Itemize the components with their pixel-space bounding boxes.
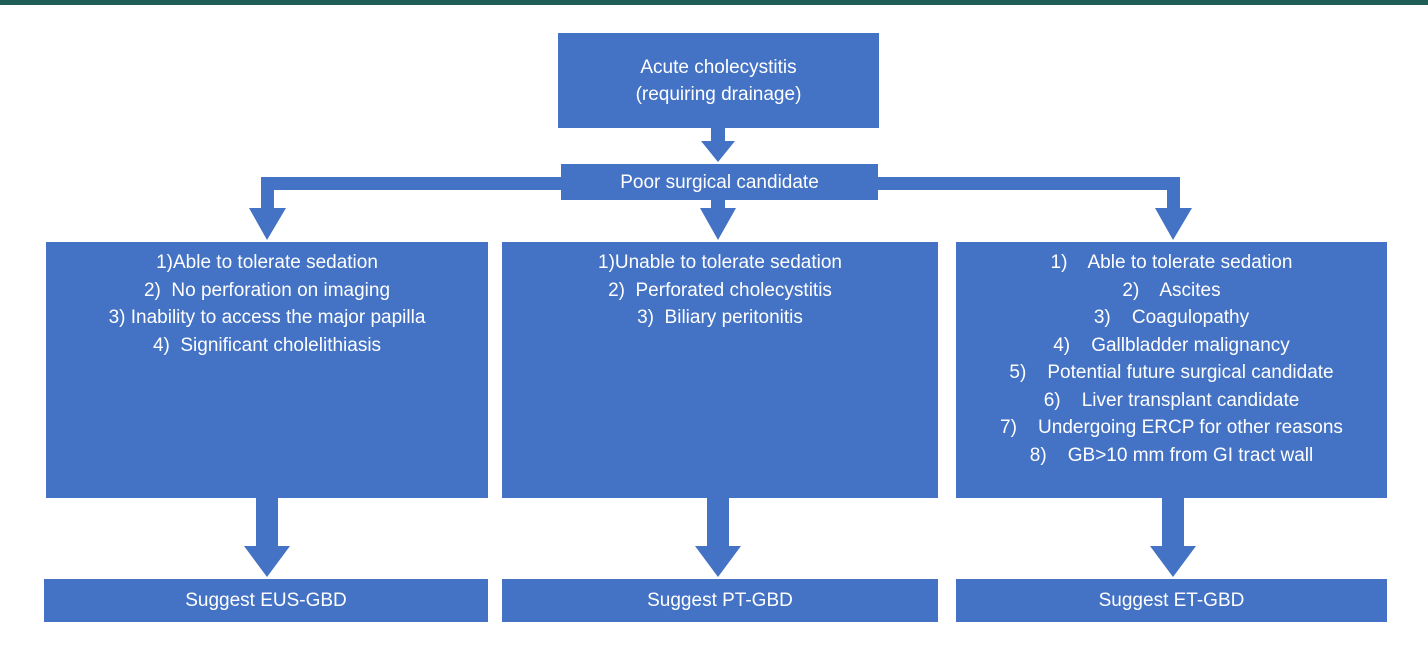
criterion-item: 3) Inability to access the major papilla: [108, 307, 426, 328]
arrow-condition-to-center-branch: [700, 199, 736, 240]
criterion-item: 6) Liver transplant candidate: [1043, 389, 1300, 411]
condition-label: Poor surgical candidate: [620, 171, 819, 193]
arrow-root-to-condition: [701, 128, 735, 162]
arrow-center-branch-to-outcome: [695, 498, 741, 577]
criterion-item: 1)Able to tolerate sedation: [156, 252, 378, 273]
root-box: Acute cholecystitis (requiring drainage): [558, 33, 879, 128]
criterion-item: 2) No perforation on imaging: [143, 279, 391, 301]
top-rule: [0, 0, 1428, 5]
condition-box: Poor surgical candidate: [561, 164, 878, 200]
root-line-2: (requiring drainage): [635, 83, 802, 105]
arrow-left-branch-to-outcome: [244, 498, 290, 577]
arrow-condition-to-right-branch: [878, 177, 1192, 240]
outcome-right-box: Suggest ET-GBD: [956, 579, 1387, 622]
branch-left-criteria-box: 1)Able to tolerate sedation 2) No perfor…: [46, 242, 488, 498]
root-line-1: Acute cholecystitis: [640, 56, 797, 78]
criterion-item: 2) Ascites: [1122, 279, 1221, 301]
branch-right-criteria-box: 1) Able to tolerate sedation 2) Ascites …: [956, 242, 1387, 498]
criterion-item: 1)Unable to tolerate sedation: [598, 252, 842, 273]
outcome-left-box: Suggest EUS-GBD: [44, 579, 488, 622]
outcome-center-box: Suggest PT-GBD: [502, 579, 938, 622]
criterion-item: 3) Biliary peritonitis: [637, 307, 803, 328]
branch-center-criteria-box: 1)Unable to tolerate sedation 2) Perfora…: [502, 242, 938, 498]
criterion-item: 2) Perforated cholecystitis: [608, 279, 832, 301]
criterion-item: 5) Potential future surgical candidate: [1009, 362, 1334, 383]
criterion-item: 3) Coagulopathy: [1093, 307, 1250, 328]
arrow-right-branch-to-outcome: [1150, 498, 1196, 577]
criterion-item: 4) Significant cholelithiasis: [152, 334, 382, 356]
arrow-condition-to-left-branch: [249, 177, 561, 240]
criterion-item: 7) Undergoing ERCP for other reasons: [1000, 417, 1343, 438]
criterion-item: 8) GB>10 mm from GI tract wall: [1029, 444, 1314, 466]
outcome-label: Suggest EUS-GBD: [185, 590, 347, 611]
outcome-label: Suggest PT-GBD: [647, 590, 793, 611]
criterion-item: 4) Gallbladder malignancy: [1053, 334, 1290, 356]
criterion-item: 1) Able to tolerate sedation: [1050, 252, 1293, 273]
outcome-label: Suggest ET-GBD: [1098, 590, 1245, 611]
